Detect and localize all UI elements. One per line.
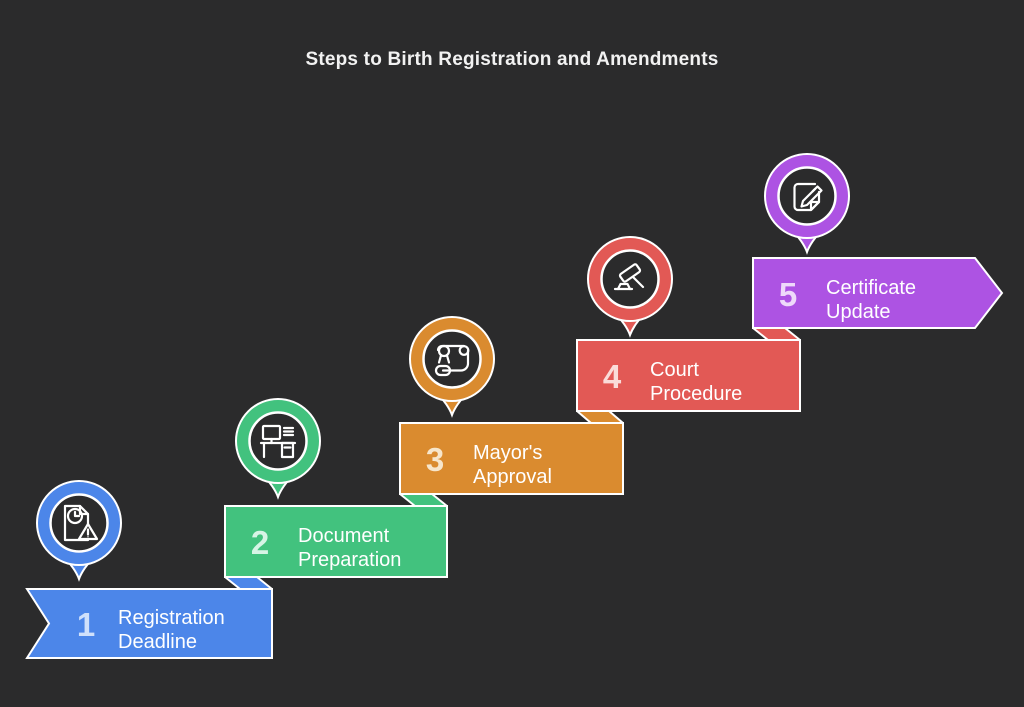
marker-inner-circle: [422, 329, 482, 389]
step-4-label-line2: Procedure: [650, 383, 742, 405]
step-5: 5 Certificate Update: [752, 257, 1004, 329]
step-3: 3 Mayor's Approval: [399, 422, 624, 495]
step-4-banner: [576, 339, 801, 412]
certificate-scroll-icon: [434, 344, 470, 377]
ribbon-fold-2-3: [399, 493, 448, 507]
note-pen-icon: [793, 182, 823, 212]
step-5-number: 5: [779, 276, 797, 313]
step-5-banner: [752, 257, 1004, 329]
step-3-banner: [399, 422, 624, 495]
step-2: 2 Document Preparation: [224, 505, 448, 578]
step-2-marker: [235, 398, 321, 500]
step-5-label-line2: Update: [826, 301, 891, 323]
desk-computer-icon: [259, 424, 297, 459]
step-1-number: 1: [77, 606, 95, 643]
step-3-label-line2: Approval: [473, 466, 552, 488]
step-4-marker: [587, 236, 673, 338]
marker-inner-circle: [248, 411, 308, 471]
step-3-label-line1: Mayor's: [473, 442, 542, 464]
step-5-label-line1: Certificate: [826, 277, 916, 299]
page-title: Steps to Birth Registration and Amendmen…: [305, 49, 719, 70]
step-5-marker: [764, 153, 850, 255]
step-4-label-line1: Court: [650, 359, 699, 381]
step-2-number: 2: [251, 524, 269, 561]
step-4: 4 Court Procedure: [576, 339, 801, 412]
gavel-icon: [613, 263, 645, 291]
step-3-number: 3: [426, 441, 444, 478]
step-2-label-line2: Preparation: [298, 549, 401, 571]
step-3-marker: [409, 316, 495, 418]
ribbon-fold-3-4: [576, 410, 624, 424]
ribbon-fold-4-5: [752, 327, 801, 341]
step-2-label-line1: Document: [298, 525, 390, 547]
step-1-marker: [36, 480, 122, 582]
ribbon-fold-1-2: [224, 576, 273, 590]
step-4-number: 4: [603, 358, 622, 395]
step-1: 1 Registration Deadline: [25, 588, 273, 659]
step-1-banner: [25, 588, 273, 659]
document-warning-icon: [63, 504, 99, 542]
step-1-label-line2: Deadline: [118, 631, 197, 653]
step-1-label-line1: Registration: [118, 607, 225, 629]
step-2-banner: [224, 505, 448, 578]
